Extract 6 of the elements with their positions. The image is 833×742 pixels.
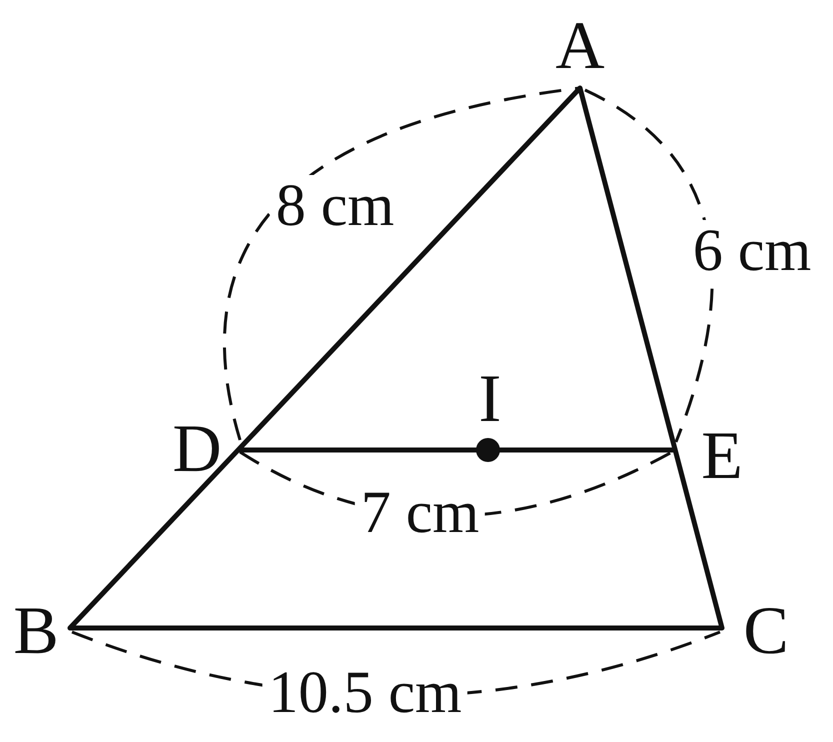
vertex-label: C — [743, 596, 789, 664]
vertex-label: B — [13, 596, 59, 664]
vertex-label: D — [172, 414, 222, 482]
vertex-label: A — [555, 11, 605, 79]
vertex-label: E — [701, 421, 743, 489]
point-label: I — [478, 364, 502, 432]
